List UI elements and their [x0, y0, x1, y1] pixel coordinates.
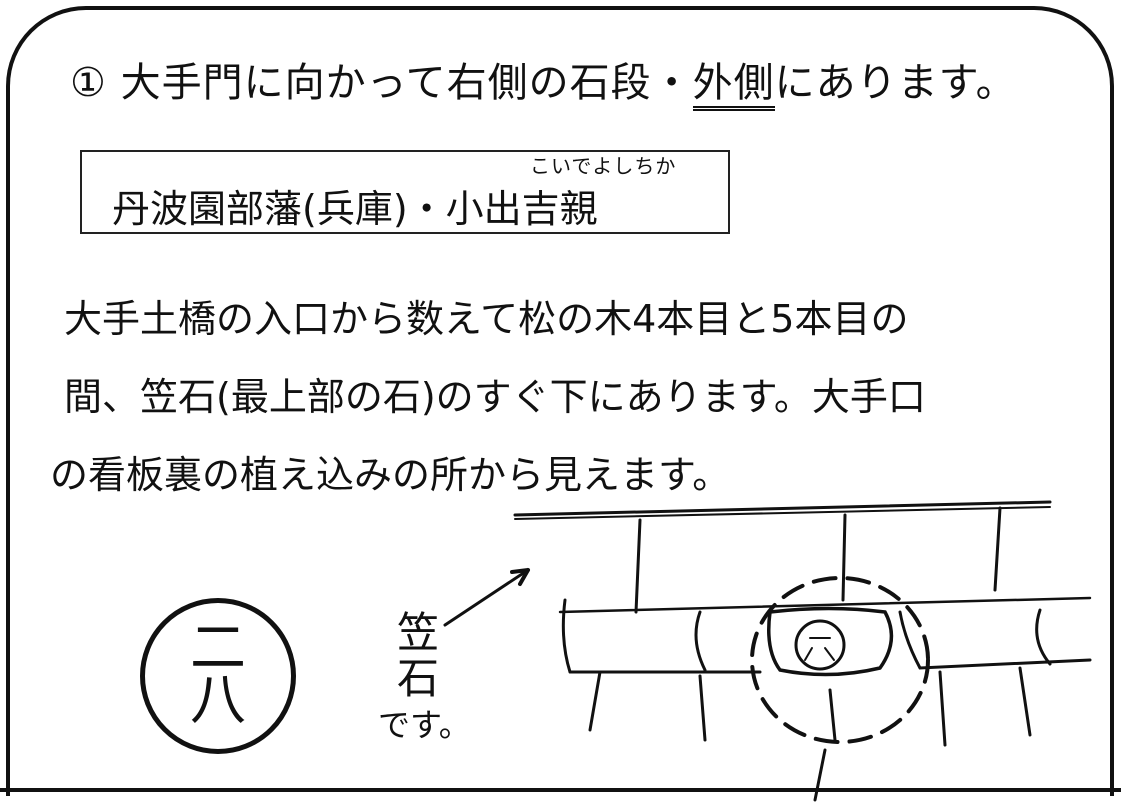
heading: ① 大手門に向かって右側の石段・外側にあります。 [70, 50, 1017, 111]
heading-text-end: にあります。 [774, 60, 1017, 106]
heading-text: 大手門に向かって右側の石段・ [120, 60, 693, 106]
stone-mark-bottom: 八 [190, 668, 246, 733]
highlight-circle [750, 576, 930, 744]
sketch-label: 笠 石 です。 [378, 608, 471, 748]
description-line: 大手土橋の入口から数えて松の木4本目と5本目の [64, 297, 909, 341]
name-ruby: こいでよしちか [530, 154, 677, 178]
stone-mark: 二 八 [140, 598, 296, 754]
description: 大手土橋の入口から数えて松の木4本目と5本目の 間、笠石(最上部の石)のすぐ下に… [50, 280, 926, 514]
card-border [6, 6, 1114, 796]
stone-mark-top: 二 [190, 616, 246, 681]
domain-lord-name: 丹波園部藩(兵庫)・小出吉親 [112, 187, 598, 231]
description-line: 間、笠石(最上部の石)のすぐ下にあります。大手口 [64, 375, 926, 419]
label-char: 笠 [396, 608, 439, 657]
label-desu: です。 [378, 706, 471, 744]
arrow-icon [443, 568, 530, 627]
heading-number: ① [70, 60, 107, 106]
bottom-border [0, 788, 1121, 792]
label-char: 石 [396, 654, 439, 703]
wall-lines [513, 500, 1092, 802]
heading-underlined: 外側 [692, 60, 775, 111]
name-box: 丹波園部藩(兵庫)・小出吉親 [80, 150, 730, 234]
description-line: の看板裏の植え込みの所から見えます。 [50, 453, 731, 497]
